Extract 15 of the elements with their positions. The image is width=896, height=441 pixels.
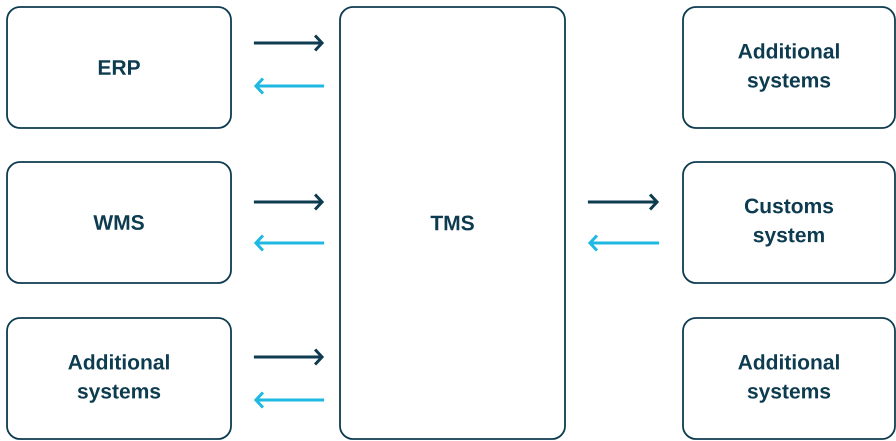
arrow [254, 348, 324, 366]
system-box: Additional systems [682, 317, 896, 440]
system-box: Customs system [682, 161, 896, 284]
arrow [254, 34, 324, 52]
system-box: Additional systems [682, 6, 896, 129]
arrow [254, 391, 324, 409]
system-box: WMS [6, 161, 232, 284]
system-box: ERP [6, 6, 232, 129]
arrow [588, 234, 660, 252]
system-box: TMS [339, 6, 566, 440]
system-box: Additional systems [6, 317, 232, 440]
arrow [588, 193, 660, 211]
arrow [254, 193, 324, 211]
arrow [254, 234, 324, 252]
arrow [254, 77, 324, 95]
